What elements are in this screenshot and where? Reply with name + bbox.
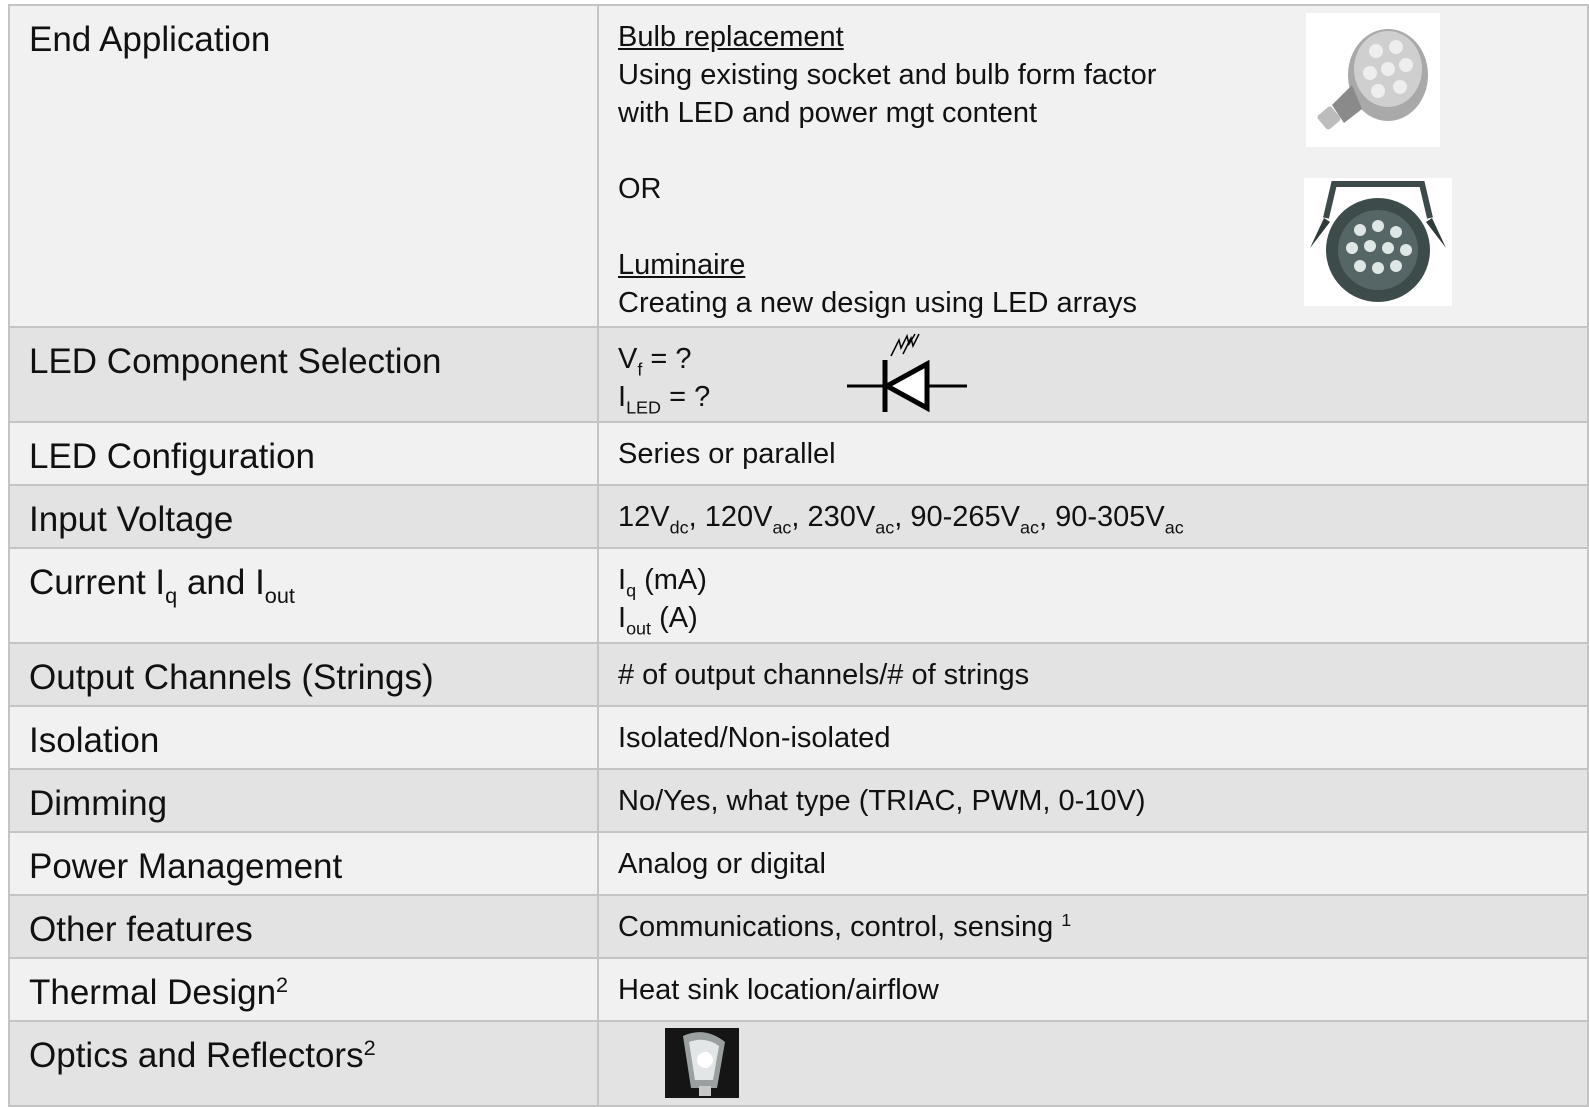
voltage-subscript: ac (875, 517, 895, 538)
voltage-value: , 90-305V (1039, 501, 1165, 533)
row-value: Communications, control, sensing 1 (597, 894, 1589, 959)
row-value: No/Yes, what type (TRIAC, PWM, 0-10V) (597, 768, 1589, 833)
label-text: Optics and Reflectors (29, 1036, 364, 1075)
quiescent-current-line: Iq (mA) (618, 561, 1587, 601)
row-value: Iq (mA) Iout (A) (597, 547, 1589, 644)
footnote-ref: 2 (363, 1035, 376, 1061)
row-label: LED Component Selection (8, 326, 599, 423)
iq-unit: (mA) (636, 564, 707, 596)
table-row: Other features Communications, control, … (8, 894, 1589, 959)
row-value (597, 1020, 1589, 1107)
voltage-value: 12V (618, 501, 670, 533)
iq-subscript: q (626, 580, 637, 601)
row-value: Bulb replacement Using existing socket a… (597, 4, 1589, 328)
table-row: Dimming No/Yes, what type (TRIAC, PWM, 0… (8, 768, 1589, 833)
led-luminaire-photo-icon (1304, 178, 1452, 306)
luminaire-description: Creating a new design using LED arrays (618, 287, 1138, 319)
footnote-ref: 2 (276, 972, 289, 998)
luminaire-title: Luminaire (618, 249, 746, 281)
vf-value: = ? (642, 343, 692, 375)
led-bulb-photo-icon (1306, 13, 1440, 147)
row-label: Isolation (8, 705, 599, 770)
forward-voltage-line: Vf = ? (618, 340, 1587, 380)
voltage-subscript: ac (772, 517, 792, 538)
bulb-description-line-2: with LED and power mgt content (618, 97, 1038, 129)
row-value: Heat sink location/airflow (597, 957, 1589, 1022)
label-part: Current I (29, 563, 166, 602)
voltage-subscript: ac (1020, 517, 1039, 538)
iout-symbol: I (618, 602, 627, 634)
row-label: Output Channels (Strings) (8, 642, 599, 707)
table-row: Output Channels (Strings) # of output ch… (8, 642, 1589, 707)
table-row: LED Component Selection Vf = ? ILED = ? (8, 326, 1589, 423)
voltage-value: , 120V (688, 501, 773, 533)
row-label: Optics and Reflectors2 (8, 1020, 599, 1107)
row-label: Power Management (8, 831, 599, 896)
voltage-subscript: ac (1164, 517, 1184, 538)
label-subscript: out (264, 583, 295, 609)
table-row: Optics and Reflectors2 (8, 1020, 1589, 1107)
bulb-description-line-1: Using existing socket and bulb form fact… (618, 59, 1157, 91)
row-label: LED Configuration (8, 421, 599, 486)
voltage-value: , 230V (791, 501, 876, 533)
row-label: Dimming (8, 768, 599, 833)
requirements-table: End Application Bulb replacement Using e… (8, 4, 1589, 1107)
voltage-subscript: dc (669, 517, 689, 538)
row-value: 12Vdc, 120Vac, 230Vac, 90-265Vac, 90-305… (597, 484, 1589, 549)
output-current-line: Iout (A) (618, 599, 1587, 639)
row-value: Analog or digital (597, 831, 1589, 896)
table-row: End Application Bulb replacement Using e… (8, 4, 1589, 328)
or-text: OR (618, 173, 662, 205)
table-row: Current Iq and Iout Iq (mA) Iout (A) (8, 547, 1589, 644)
bulb-replacement-title: Bulb replacement (618, 21, 844, 53)
iq-symbol: I (618, 564, 627, 596)
table-row: Thermal Design2 Heat sink location/airfl… (8, 957, 1589, 1022)
row-value: Vf = ? ILED = ? (597, 326, 1589, 423)
features-text: Communications, control, sensing (618, 911, 1062, 943)
row-value: Series or parallel (597, 421, 1589, 486)
led-diode-symbol-icon (847, 333, 967, 413)
reflector-lamp-photo-icon (665, 1028, 739, 1098)
voltage-value: , 90-265V (894, 501, 1021, 533)
row-label: Input Voltage (8, 484, 599, 549)
iled-symbol: I (618, 381, 627, 413)
label-text: Thermal Design (29, 973, 277, 1012)
row-value: Isolated/Non-isolated (597, 705, 1589, 770)
vf-subscript: f (637, 359, 643, 380)
iout-unit: (A) (651, 602, 698, 634)
label-part: and I (177, 563, 265, 602)
vf-symbol: V (618, 343, 638, 375)
table-row: LED Configuration Series or parallel (8, 421, 1589, 486)
iout-subscript: out (626, 618, 652, 639)
iled-subscript: LED (626, 397, 662, 418)
row-label: End Application (8, 4, 599, 328)
label-subscript: q (165, 583, 178, 609)
table-row: Power Management Analog or digital (8, 831, 1589, 896)
row-label: Thermal Design2 (8, 957, 599, 1022)
row-label: Other features (8, 894, 599, 959)
table-row: Input Voltage 12Vdc, 120Vac, 230Vac, 90-… (8, 484, 1589, 549)
row-label: Current Iq and Iout (8, 547, 599, 644)
table-row: Isolation Isolated/Non-isolated (8, 705, 1589, 770)
row-value: # of output channels/# of strings (597, 642, 1589, 707)
led-current-line: ILED = ? (618, 378, 1587, 418)
footnote-ref: 1 (1061, 910, 1072, 931)
iled-value: = ? (661, 381, 711, 413)
